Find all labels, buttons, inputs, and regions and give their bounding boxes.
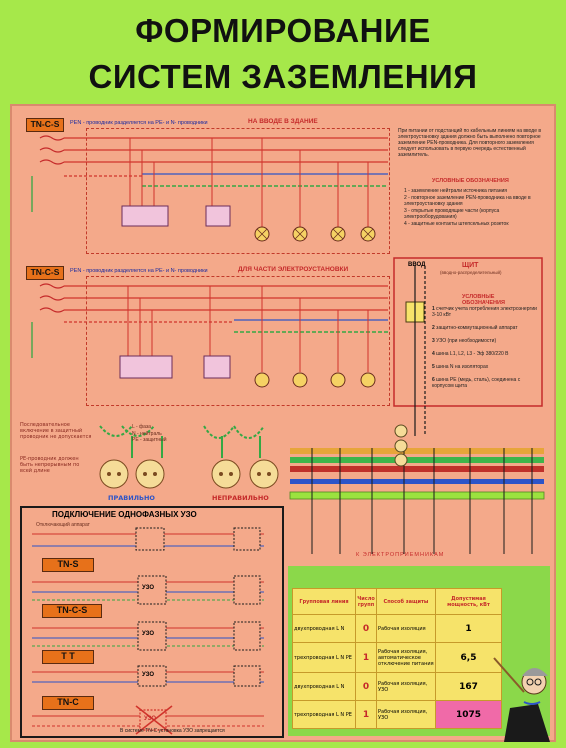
section1-frame	[86, 128, 390, 254]
uzo-title: ПОДКЛЮЧЕНИЕ ОДНОФАЗНЫХ УЗО	[52, 510, 197, 519]
socket-legend-2: N - нейтраль	[132, 430, 162, 437]
shield-input: ВВОД	[408, 262, 426, 268]
section2-desc: PEN - проводник разделяется на PE- и N- …	[70, 268, 208, 274]
section1-desc: PEN - проводник разделяется на PE- и N- …	[70, 120, 208, 126]
scheme-tncs: TN-C-S	[42, 604, 102, 618]
th-line: Групповая линия	[292, 588, 356, 615]
socket-note-left: Последовательное включение в защитный пр…	[20, 422, 92, 440]
uzo-device-3: УЗО	[142, 672, 155, 678]
tncs-label-2: TN-C-S	[26, 266, 64, 280]
scheme-tns: TN-S	[42, 558, 94, 572]
scheme-tt: T T	[42, 650, 94, 664]
bus-l2	[290, 457, 544, 463]
table-row: двухпроводная L N 0 Рабочая изоляция 1	[292, 614, 502, 643]
bus-n	[290, 479, 544, 484]
shield-legend-title: УСЛОВНЫЕ ОБОЗНАЧЕНИЯ	[462, 294, 505, 306]
section2-frame	[86, 276, 390, 406]
scheme-tnc: TN-C	[42, 696, 94, 710]
wiring-svg	[31, 135, 545, 735]
intro-text: При питании от подстанций по кабельным л…	[398, 128, 542, 158]
section2-tag: ДЛЯ ЧАСТИ ЭЛЕКТРОУСТАНОВКИ	[238, 266, 349, 273]
uzo-device-4: УЗО	[144, 716, 157, 722]
uzo-forbidden-note: В системе TN-C установка УЗО запрещается	[120, 728, 225, 734]
table-row: трехпроводная L N PE 1 Рабочая изоляция,…	[292, 700, 502, 729]
tncs-label-1: TN-C-S	[26, 118, 64, 132]
uzo-device-2: УЗО	[142, 631, 155, 637]
table-row: трехпроводная L N PE 1 Рабочая изоляция,…	[292, 642, 502, 673]
uzo-intro: Отключающий аппарат	[36, 522, 90, 528]
title-line-2: СИСТЕМ ЗАЗЕМЛЕНИЯ	[88, 58, 478, 95]
shield-item-6: 6 шина PE (медь, сталь), соединена с кор…	[432, 377, 521, 389]
section1-phase-lines	[64, 137, 388, 163]
th-num: Число групп	[355, 588, 377, 615]
transformer-1	[39, 135, 65, 165]
shield-item-5: 5 шина N на изоляторах	[432, 364, 489, 370]
legend-1-item-2: 2 - повторное заземление PEN-проводника …	[404, 194, 531, 208]
th-method: Способ защиты	[376, 588, 436, 615]
shield-legend: 1 счетчик учета потребления электроэнерг…	[432, 306, 542, 389]
shield-bottom: К ЭЛЕКТРОПРИЕМНИКАМ	[356, 552, 445, 558]
socket-legend-3: PE - защитный	[132, 437, 167, 443]
shield-item-2: 2 защитно-коммутационный аппарат	[432, 325, 518, 331]
shield-item-1: 1 счетчик учета потребления электроэнерг…	[432, 306, 537, 318]
shield-subtitle: (вводно-распределительный)	[440, 270, 502, 275]
incorrect-label: НЕПРАВИЛЬНО	[212, 494, 269, 502]
shield-item-3: 3 УЗО (при необходимости)	[432, 338, 497, 344]
correct-label: ПРАВИЛЬНО	[108, 494, 155, 502]
legend-1-item-1: 1 - заземление нейтрали источника питани…	[404, 188, 508, 194]
legend-title-1: УСЛОВНЫЕ ОБОЗНАЧЕНИЯ	[432, 178, 509, 184]
legend-1-item-4: 4 - защитные контакты штепсельных розето…	[404, 220, 509, 227]
socket-legend: L - фаза N - нейтраль PE - защитный	[132, 424, 167, 444]
legend-1: 1 - заземление нейтрали источника питани…	[404, 188, 546, 227]
table-row: двухпроводная L N 0 Рабочая изоляция, УЗ…	[292, 672, 502, 701]
shield-item-4: 4 шина L1, L2, L3 - Эф 380/220 В	[432, 351, 509, 357]
sockets	[99, 459, 279, 489]
diagram-board: TN-C-S PEN - проводник разделяется на PE…	[10, 104, 556, 742]
power-table: Групповая линия Число групп Способ защит…	[292, 588, 502, 729]
bus-l1	[290, 448, 544, 454]
uzo-device-1: УЗО	[142, 585, 155, 591]
socket-legend-1: L - фаза	[132, 424, 151, 430]
socket-note-bottom: PE-проводник должен быть непрерывным по …	[20, 456, 80, 474]
title-line-1: ФОРМИРОВАНИЕ	[135, 12, 431, 49]
section2-phase-lines	[64, 285, 388, 311]
lecturer-figure	[493, 657, 550, 742]
transformer-2	[39, 283, 65, 313]
bus-pe	[289, 491, 545, 500]
legend-1-item-3: 3 - открытые проводящие части (корпуса э…	[404, 207, 500, 221]
socket-wires	[99, 425, 265, 458]
shield-frame	[393, 257, 543, 407]
th-value: Допустимая мощность, кВт	[435, 588, 502, 615]
shield-title: ЩИТ	[462, 262, 479, 269]
uzo-panel	[20, 506, 284, 738]
section1-tag: НА ВВОДЕ В ЗДАНИЕ	[248, 118, 318, 125]
bus-l3	[290, 466, 544, 472]
